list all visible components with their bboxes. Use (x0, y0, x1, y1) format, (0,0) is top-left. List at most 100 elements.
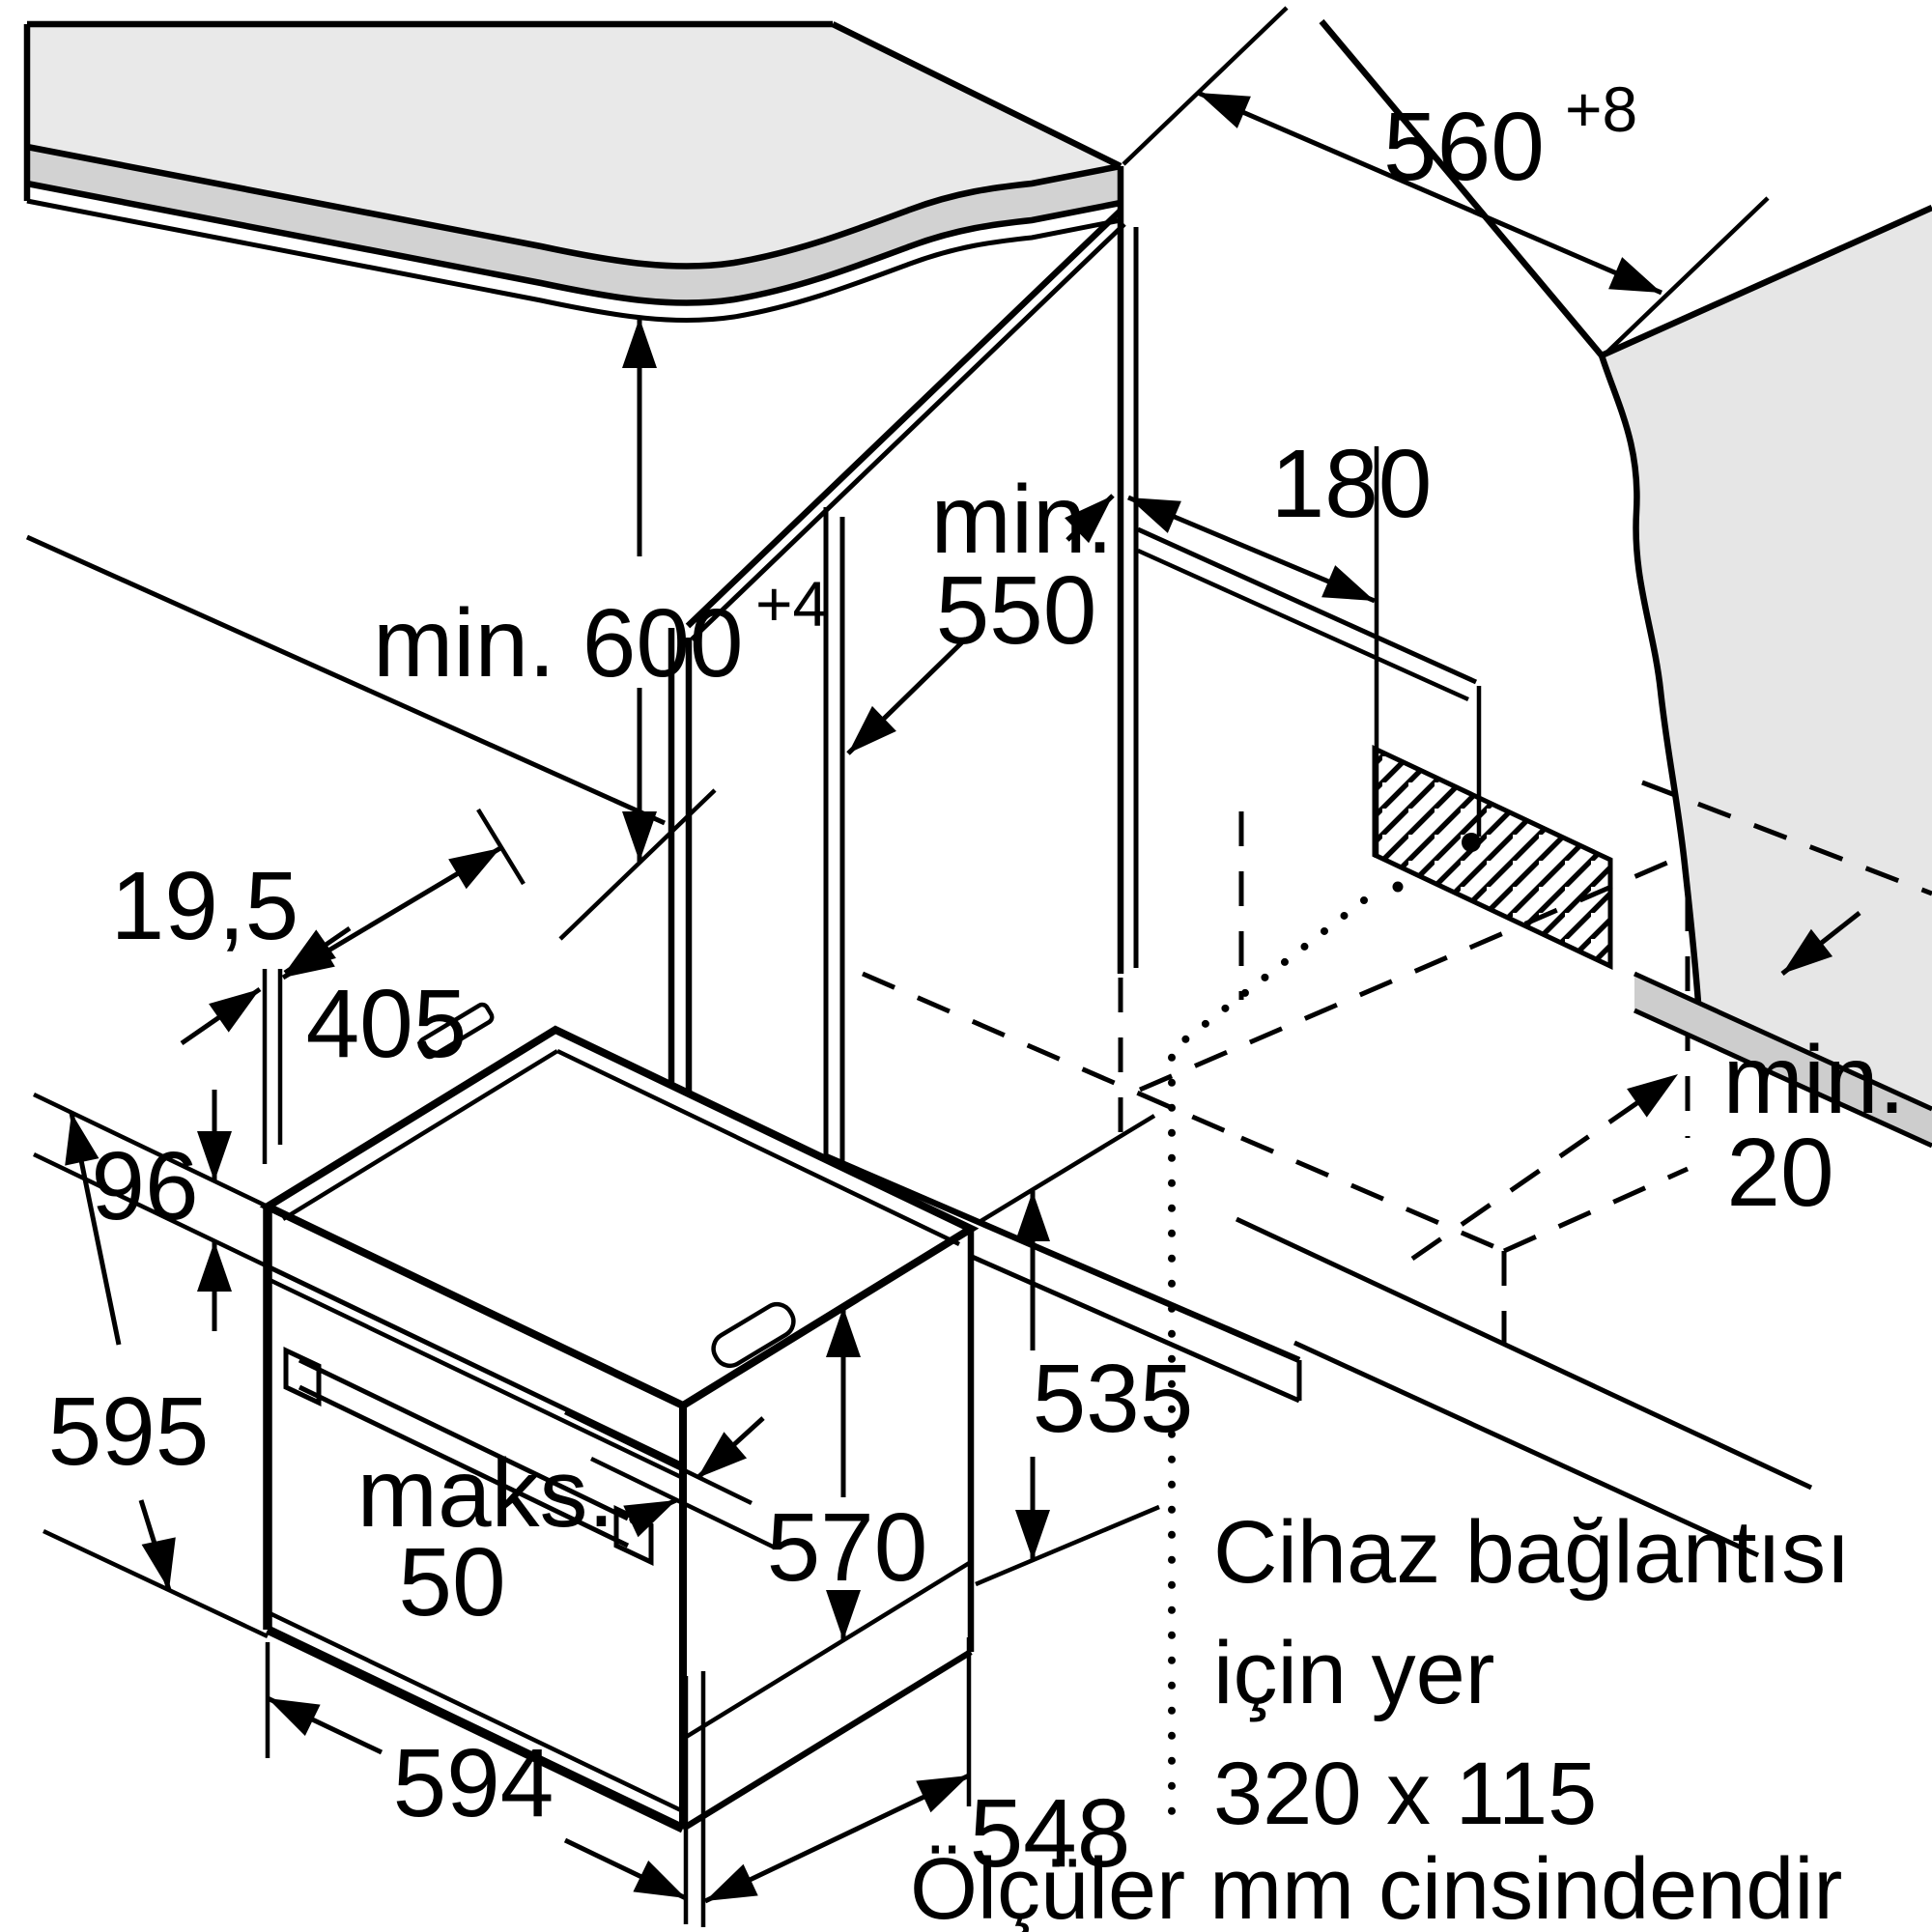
arrowhead (209, 989, 260, 1033)
arrowhead (622, 318, 657, 368)
arrowhead (197, 1241, 232, 1292)
dim-niche-width-label: 560 (1383, 93, 1545, 201)
dim-body-side-height-label: 535 (1033, 1345, 1194, 1453)
arrowhead (623, 1500, 676, 1538)
worktop-band-lower-line (26, 180, 1122, 306)
ref-line (976, 1114, 1156, 1225)
dim-niche-height-label: min. 600 (373, 589, 744, 697)
ref-line (33, 1151, 269, 1269)
dim-top-depth-label: 405 (306, 970, 468, 1078)
wall-base-bottom-line (1633, 1008, 1932, 1149)
arrowhead (826, 1590, 861, 1640)
arrowhead (1015, 1510, 1050, 1560)
connection-note-line-1: Cihaz bağlantısı (1213, 1503, 1851, 1602)
dimension-body-side-height: 535 (975, 1114, 1194, 1587)
oven-side-top-edge (681, 1226, 973, 1408)
arrowhead (448, 848, 500, 890)
worktop (23, 20, 1122, 324)
arrowhead (1128, 497, 1181, 533)
dim-oven-width-label: 594 (393, 1729, 554, 1837)
wall-surface (1602, 208, 1932, 1111)
dim-body-depth-label: 548 (970, 1779, 1131, 1888)
oven-top-seam-right (556, 1048, 960, 1247)
worktop-front-edge (26, 143, 1122, 270)
dim-wall-clearance-label-2: 20 (1726, 1119, 1833, 1227)
floor-line-right-2 (1293, 1340, 1760, 1558)
dimension-handle-protrusion: maks. 50 (357, 1409, 776, 1636)
dim-handle-protrusion-label-1: maks. (357, 1439, 615, 1548)
floor-line-right-1 (1235, 1216, 1813, 1491)
ref-line (558, 788, 717, 941)
dimension-niche-depth: min. 550 (846, 466, 1115, 755)
dimension-door-height: 570 (767, 1307, 928, 1640)
niche-floor-front-edge (824, 1153, 1301, 1363)
cabinet-top-edge-outer (685, 208, 1123, 629)
dimension-niche-width: 560 +8 (1122, 6, 1770, 359)
dim-niche-depth-label-1: min. (931, 466, 1114, 574)
connection-note-line-2: için yer (1213, 1624, 1494, 1722)
dimension-wall-clearance: min. 20 (1410, 911, 1906, 1262)
arrowhead (622, 811, 657, 862)
oven-top-vent-slot (417, 1002, 495, 1060)
floor-lines (25, 534, 1813, 1558)
dimension-connection-offset: 180 (1127, 430, 1432, 858)
wall-base-band (1634, 974, 1932, 1146)
dim-facia-gap-label: 19,5 (111, 852, 299, 960)
dim-line-dashed (1410, 1093, 1650, 1262)
connection-point-dot-small (1392, 881, 1404, 893)
handle-left-cap (283, 1347, 322, 1406)
oven-side-bottom-edge (681, 1649, 973, 1832)
oven-body-fill (268, 1030, 971, 1829)
notes: Cihaz bağlantısı için yer 320 x 115 Ölçü… (910, 1503, 1851, 1932)
dimension-body-depth: 548 (700, 1637, 1131, 1927)
arrowhead (1015, 1191, 1050, 1241)
dim-niche-depth-label-2: 550 (936, 556, 1097, 665)
worktop-edge-band (27, 147, 1121, 303)
dimension-top-depth: 405 (281, 808, 526, 1078)
arrowhead (268, 1698, 321, 1736)
wall-base-top-line (1633, 971, 1932, 1112)
ref-line (590, 1456, 776, 1550)
arrowhead (283, 936, 335, 978)
worktop-underside-line (26, 198, 1122, 324)
arrowhead (1627, 1074, 1678, 1118)
handle-bar-top (298, 1357, 630, 1521)
oven-door-bottom-edge (265, 1625, 686, 1833)
units-note: Ölçüler mm cinsindendir (910, 1841, 1842, 1932)
floor-line-left (25, 534, 667, 826)
dim-line (1197, 90, 1662, 296)
arrowhead (633, 1861, 686, 1898)
arrowhead (1608, 257, 1662, 293)
ref-line (1122, 6, 1289, 166)
arrowhead (826, 1307, 861, 1357)
dim-door-height-label: 570 (767, 1493, 928, 1602)
niche-right-shelf-edge-2 (1137, 548, 1469, 702)
wall-top-edge (1600, 205, 1932, 358)
oven-side-grip-recess (711, 1301, 796, 1369)
niche-hidden-floor-right (1240, 1135, 1505, 1254)
niche-back-top-edge (1319, 18, 1605, 358)
connection-note-line-3: 320 x 115 (1213, 1745, 1597, 1843)
arrowhead (1321, 565, 1375, 601)
niche-hidden-depth-edge (1502, 1166, 1690, 1254)
ref-tick (476, 808, 526, 886)
ref-line (1600, 196, 1770, 359)
worktop-top-surface (27, 24, 1121, 267)
oven-side-body-seam (681, 1560, 973, 1741)
oven-top-seam-left (281, 1049, 559, 1221)
wall-hidden-floor-line (1641, 780, 1932, 896)
cabinet-top-edge-inner (690, 222, 1126, 641)
arrowhead (705, 1863, 758, 1901)
connection-point-dot (1462, 833, 1481, 852)
ref-line (564, 1409, 753, 1506)
arrowhead (1782, 928, 1833, 974)
worktop-right-edge (831, 21, 1122, 169)
dimension-oven-width: 594 (265, 1642, 689, 1924)
dim-oven-height-label: 595 (48, 1378, 210, 1486)
dimension-oven-height: 595 (43, 1112, 269, 1639)
control-panel-bottom-line-1 (266, 1264, 685, 1468)
arrowhead (916, 1776, 969, 1813)
control-panel-bottom-line-2 (267, 1276, 684, 1481)
dim-wall-clearance-label-1: min. (1723, 1026, 1906, 1134)
